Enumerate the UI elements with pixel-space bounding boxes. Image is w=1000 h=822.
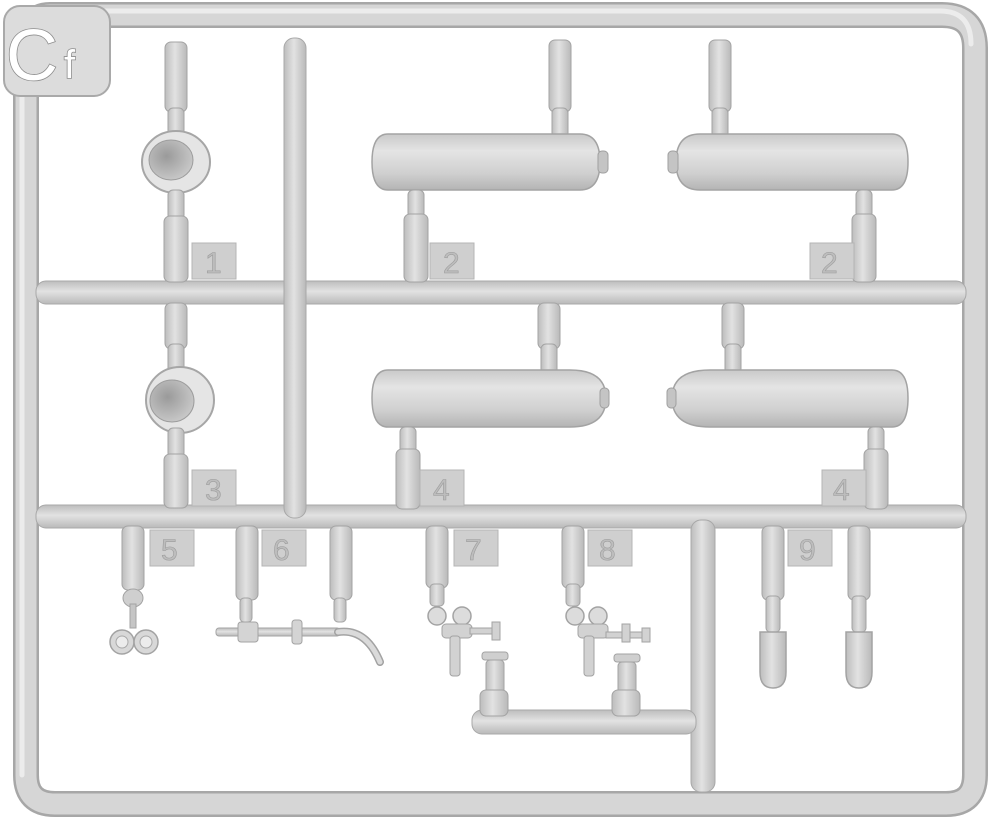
part-number-2-right: 2 (821, 247, 838, 280)
part-4-tank-left (371, 302, 610, 510)
part-7-regulator (425, 525, 509, 717)
part-number-1: 1 (205, 247, 222, 280)
part-5-goggles (109, 525, 159, 655)
part-number-4-right: 4 (833, 474, 850, 507)
part-8-regulator (561, 525, 651, 717)
part-1-disc (141, 41, 211, 283)
part-number-7: 7 (465, 534, 482, 567)
part-9-nozzle-left (759, 525, 787, 689)
part-9-nozzle-right (845, 525, 873, 689)
sprue-letter-tag: C f (3, 5, 111, 97)
part-number-2-left: 2 (443, 247, 460, 280)
part-2-tank-left (371, 39, 609, 283)
part-number-9: 9 (799, 534, 816, 567)
part-6-torch (215, 525, 384, 666)
part-3-disc (145, 302, 215, 509)
part-number-6: 6 (273, 534, 290, 567)
part-number-tabs: 1 2 2 3 4 4 5 6 7 8 9 (149, 242, 867, 567)
part-4-tank-right (666, 302, 909, 510)
sprue-letter: C (6, 16, 58, 96)
part-number-8: 8 (599, 534, 616, 567)
part-number-5: 5 (161, 534, 178, 567)
sprue-runners (35, 37, 967, 793)
sprue-subletter: f (64, 43, 76, 87)
part-number-4-left: 4 (433, 474, 450, 507)
part-number-3: 3 (205, 474, 222, 507)
part-2-tank-right (667, 39, 909, 283)
